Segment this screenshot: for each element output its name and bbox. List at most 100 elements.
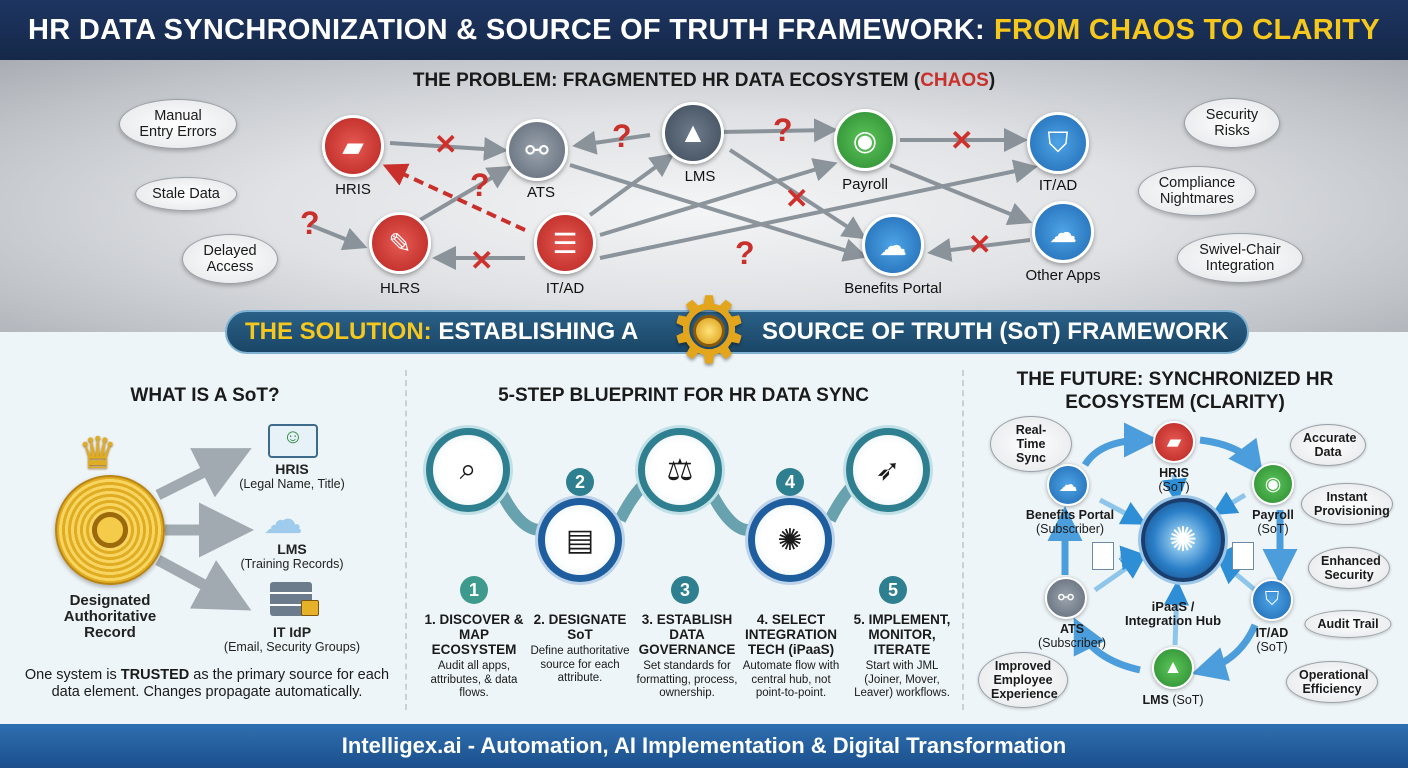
id-badge-icon: ☺ [268, 424, 318, 458]
question-mark-icon: ? [735, 235, 755, 271]
step-desc: Define authoritative source for each att… [530, 645, 630, 684]
page-title: HR DATA SYNCHRONIZATION & SOURCE OF TRUT… [0, 0, 1408, 60]
gear-core-icon [693, 315, 725, 347]
node-label-hlrs: HLRS [379, 280, 421, 297]
node-role: (Subscriber) [1037, 636, 1107, 650]
node-name: Payroll [1252, 508, 1294, 522]
node-label-hris: HRIS [335, 181, 371, 198]
banner-left-text: ESTABLISHING A [438, 318, 639, 345]
question-mark-icon: ? [773, 112, 793, 148]
node-label-benefits-portal: Benefits Portal [844, 280, 942, 297]
sot-target-name: HRIS [275, 461, 309, 477]
broken-link-icon: ✕ [434, 129, 458, 160]
sot-target-detail: (Legal Name, Title) [239, 477, 345, 491]
step-desc: Set standards for formatting, process, o… [636, 660, 738, 699]
future-node-lms: LMS (SoT) [1142, 693, 1203, 707]
sot-target-detail: (Email, Security Groups) [223, 640, 361, 654]
step-badge-4: 4 [776, 468, 804, 496]
gold-record-icon [55, 475, 165, 585]
itad-shield-icon: ⛉ [1251, 579, 1293, 621]
node-role: (SoT) [1256, 640, 1288, 654]
step-badge-5: 5 [879, 576, 907, 604]
itad-database-icon: ☰ [534, 212, 596, 274]
problem-title-end: ) [988, 70, 996, 91]
issue-compliance-nightmares: Compliance Nightmares [1138, 166, 1256, 216]
step-desc: Start with JML (Joiner, Mover, Leaver) w… [854, 660, 950, 699]
question-mark-icon: ? [470, 167, 490, 203]
step-desc: Automate flow with central hub, not poin… [742, 660, 840, 699]
document-check-icon [1232, 542, 1254, 570]
solution-banner: THE SOLUTION: ESTABLISHING A SOURCE OF T… [225, 310, 1249, 354]
network-hub-icon: ✺ [748, 498, 832, 582]
lms-graduation-cap-icon: ▲ [1152, 647, 1194, 689]
benefit-accurate-data: Accurate Data [1290, 424, 1366, 466]
node-label-itad-2: IT/AD [545, 280, 585, 297]
step-title: 2. DESIGNATE SoT [533, 612, 627, 642]
node-name: IT/AD [1255, 626, 1289, 640]
sot-target-name: LMS [277, 541, 307, 557]
issue-manual-entry-errors: Manual Entry Errors [119, 99, 237, 149]
step-title: 5. IMPLEMENT, MONITOR, ITERATE [853, 612, 951, 657]
footer: Intelligex.ai - Automation, AI Implement… [0, 724, 1408, 768]
sot-title: WHAT IS A SoT? [130, 385, 280, 406]
future-title: THE FUTURE: SYNCHRONIZED HR ECOSYSTEM (C… [1016, 369, 1334, 413]
hris-folder-icon: ▰ [322, 115, 384, 177]
node-role: (Subscriber) [1035, 522, 1105, 536]
future-node-itad: IT/AD(SoT) [1256, 626, 1289, 654]
node-name: ATS [1059, 622, 1085, 636]
sot-desc-bold: TRUSTED [120, 667, 190, 683]
question-mark-icon: ? [300, 205, 320, 241]
step-title: 1. DISCOVER & MAP ECOSYSTEM [424, 612, 524, 657]
payroll-coins-icon: ◉ [1252, 463, 1294, 505]
step-title: 4. SELECT INTEGRATION TECH (iPaaS) [745, 612, 837, 657]
node-name: LMS [1142, 693, 1169, 707]
benefit-operational-efficiency: Operational Efficiency [1286, 661, 1378, 703]
hub-label: iPaaS / Integration Hub [1124, 599, 1222, 628]
sot-desc-post: as the primary source for each data elem… [51, 667, 390, 700]
problem-title-text: THE PROBLEM: FRAGMENTED HR DATA ECOSYSTE… [412, 70, 921, 91]
hlrs-clipboard-icon: ✎ [369, 212, 431, 274]
other-apps-cloud-icon: ☁ [1032, 201, 1094, 263]
title-main: HR DATA SYNCHRONIZATION & SOURCE OF TRUT… [28, 13, 985, 46]
hris-folder-icon: ▰ [1153, 421, 1195, 463]
benefit-audit-trail: Audit Trail [1304, 610, 1392, 638]
lms-graduation-cap-icon: ▲ [662, 102, 724, 164]
benefit-real-time-sync: Real-Time Sync [990, 416, 1072, 472]
issue-stale-data: Stale Data [135, 177, 237, 211]
integration-hub-icon: ✺ [1141, 498, 1225, 582]
blueprint-title: 5-STEP BLUEPRINT FOR HR DATA SYNC [498, 385, 869, 406]
title-highlight: FROM CHAOS TO CLARITY [993, 13, 1380, 46]
ats-handshake-icon: ⚯ [1045, 577, 1087, 619]
node-role: (SoT) [1158, 480, 1190, 494]
future-node-benefits: Benefits Portal(Subscriber) [1026, 508, 1114, 536]
node-label-other-apps: Other Apps [1025, 267, 1101, 284]
designated-record-label: Designated Authoritative Record [63, 592, 157, 641]
gavel-icon: ⚖ [638, 428, 722, 512]
question-mark-icon: ? [612, 118, 632, 154]
map-magnifier-icon: ⌕ [426, 428, 510, 512]
benefits-cloud-icon: ☁ [1047, 464, 1089, 506]
banner-solution-label: THE SOLUTION: [245, 318, 432, 345]
node-label-itad: IT/AD [1038, 177, 1078, 194]
sot-target-name: IT IdP [272, 624, 312, 640]
banner-right-text: SOURCE OF TRUTH (SoT) FRAMEWORK [762, 318, 1229, 345]
benefit-instant-provisioning: Instant Provisioning [1301, 483, 1393, 525]
divider [405, 370, 407, 710]
benefit-enhanced-security: Enhanced Security [1308, 547, 1390, 589]
node-label-payroll: Payroll [842, 176, 888, 193]
node-label-ats: ATS [526, 184, 556, 201]
step-badge-2: 2 [566, 468, 594, 496]
rocket-icon: ➶ [846, 428, 930, 512]
benefit-improved-employee-experience: Improved Employee Experience [978, 652, 1068, 708]
issue-security-risks: Security Risks [1184, 98, 1280, 148]
payroll-coins-icon: ◉ [834, 109, 896, 171]
future-node-ats: ATS(Subscriber) [1038, 622, 1106, 650]
step-badge-3: 3 [671, 576, 699, 604]
cloud-check-icon: ☁ [263, 498, 303, 542]
broken-link-icon: ✕ [785, 183, 809, 214]
sot-description: One system is TRUSTED as the primary sou… [22, 667, 392, 701]
broken-link-icon: ✕ [470, 245, 494, 276]
issue-swivel-chair-integration: Swivel-Chair Integration [1177, 233, 1303, 283]
